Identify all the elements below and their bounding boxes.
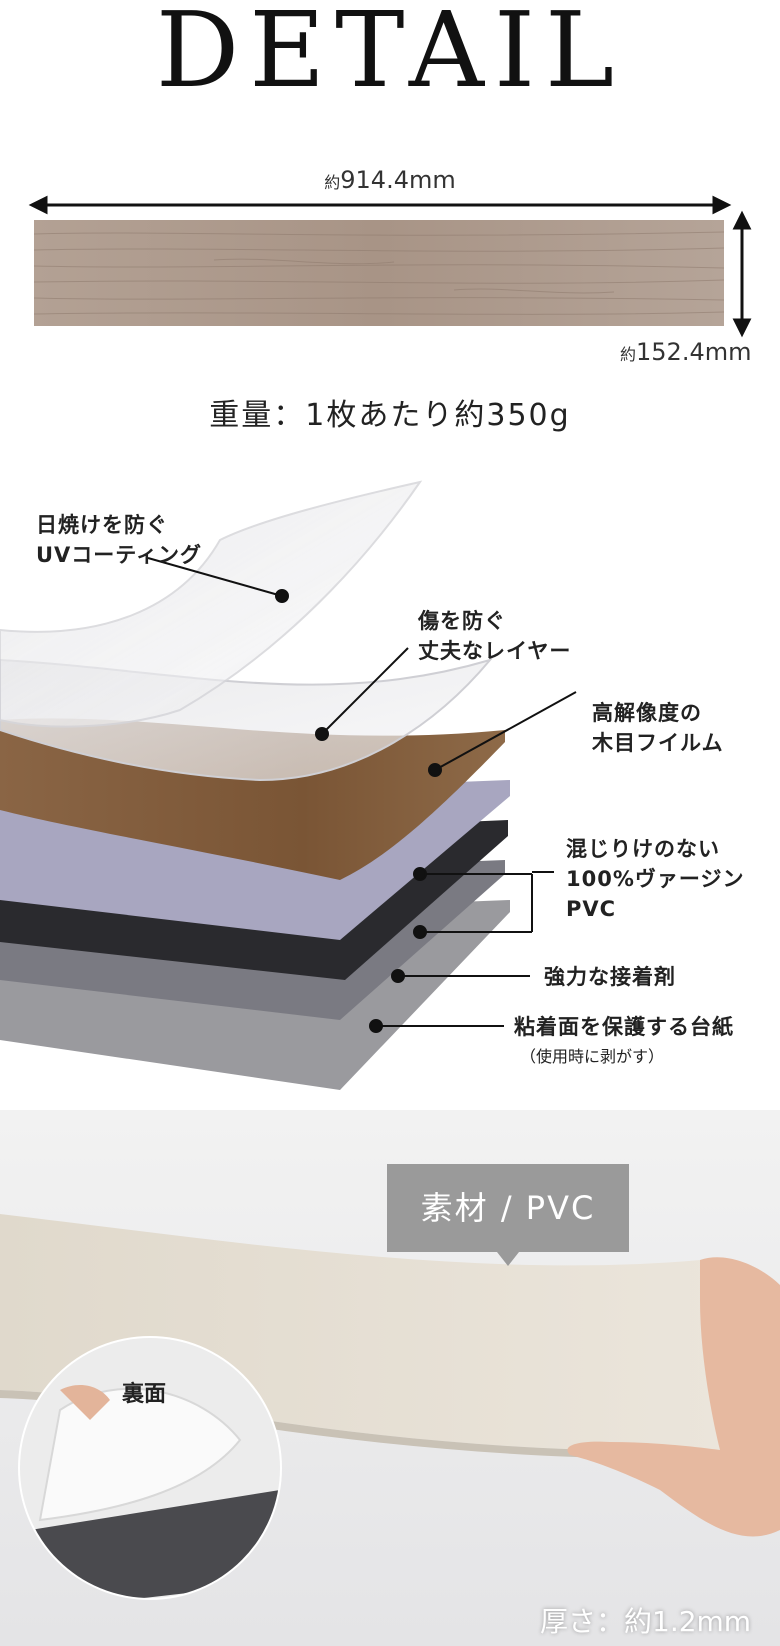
hand-image <box>567 1257 780 1537</box>
page-title: DETAIL <box>155 0 625 111</box>
dimension-arrows <box>28 195 752 338</box>
pvc-line1: 混じりけのない <box>566 837 720 861</box>
height-dimension: 約152.4mm <box>620 338 751 366</box>
film-callout: 高解像度の 木目フイルム <box>592 698 724 758</box>
pvc-line2: 100%ヴァージン <box>566 867 745 891</box>
dot-icon <box>391 969 405 983</box>
wear-line2: 丈夫なレイヤー <box>418 639 572 663</box>
dot-icon <box>275 589 289 603</box>
arrow-up-icon <box>732 210 752 230</box>
wear-callout: 傷を防ぐ 丈夫なレイヤー <box>418 606 571 666</box>
dot-icon <box>315 727 329 741</box>
height-prefix: 約 <box>620 345 637 364</box>
uv-callout: 日焼けを防ぐ UVコーティング <box>36 510 202 570</box>
dot-icon <box>369 1019 383 1033</box>
wear-line1: 傷を防ぐ <box>418 609 506 633</box>
pvc-callout: 混じりけのない 100%ヴァージン PVC <box>566 834 744 924</box>
weight-text: 重量：1枚あたり約350g <box>209 398 571 433</box>
thickness-text: 厚さ：約1.2mm <box>540 1605 752 1638</box>
dot-icon <box>413 867 427 881</box>
film-line1: 高解像度の <box>592 701 702 725</box>
film-line2: 木目フイルム <box>592 731 724 755</box>
width-value: 914.4mm <box>340 166 456 194</box>
pvc-line3: PVC <box>566 897 617 921</box>
material-badge: 素材 / PVC <box>387 1164 629 1252</box>
arrow-down-icon <box>732 318 752 338</box>
uv-line1: 日焼けを防ぐ <box>36 513 168 537</box>
adhesive-callout: 強力な接着剤 <box>544 965 676 989</box>
arrow-right-icon <box>712 195 732 215</box>
uv-line2: UVコーティング <box>36 543 203 567</box>
layer-diagram <box>0 480 577 1090</box>
width-prefix: 約 <box>324 173 341 192</box>
dot-icon <box>413 925 427 939</box>
plank-image <box>34 220 724 326</box>
back-label: 裏面 <box>122 1382 167 1407</box>
width-dimension: 約914.4mm <box>0 166 780 194</box>
backing-line2: （使用時に剥がす） <box>520 1047 665 1066</box>
badge-tail <box>497 1252 519 1266</box>
height-value: 152.4mm <box>636 338 752 366</box>
arrow-left-icon <box>28 195 48 215</box>
backing-callout: 粘着面を保護する台紙 （使用時に剥がす） <box>514 1012 734 1072</box>
uv-layer <box>0 480 423 728</box>
backing-line1: 粘着面を保護する台紙 <box>514 1015 734 1039</box>
dot-icon <box>428 763 442 777</box>
